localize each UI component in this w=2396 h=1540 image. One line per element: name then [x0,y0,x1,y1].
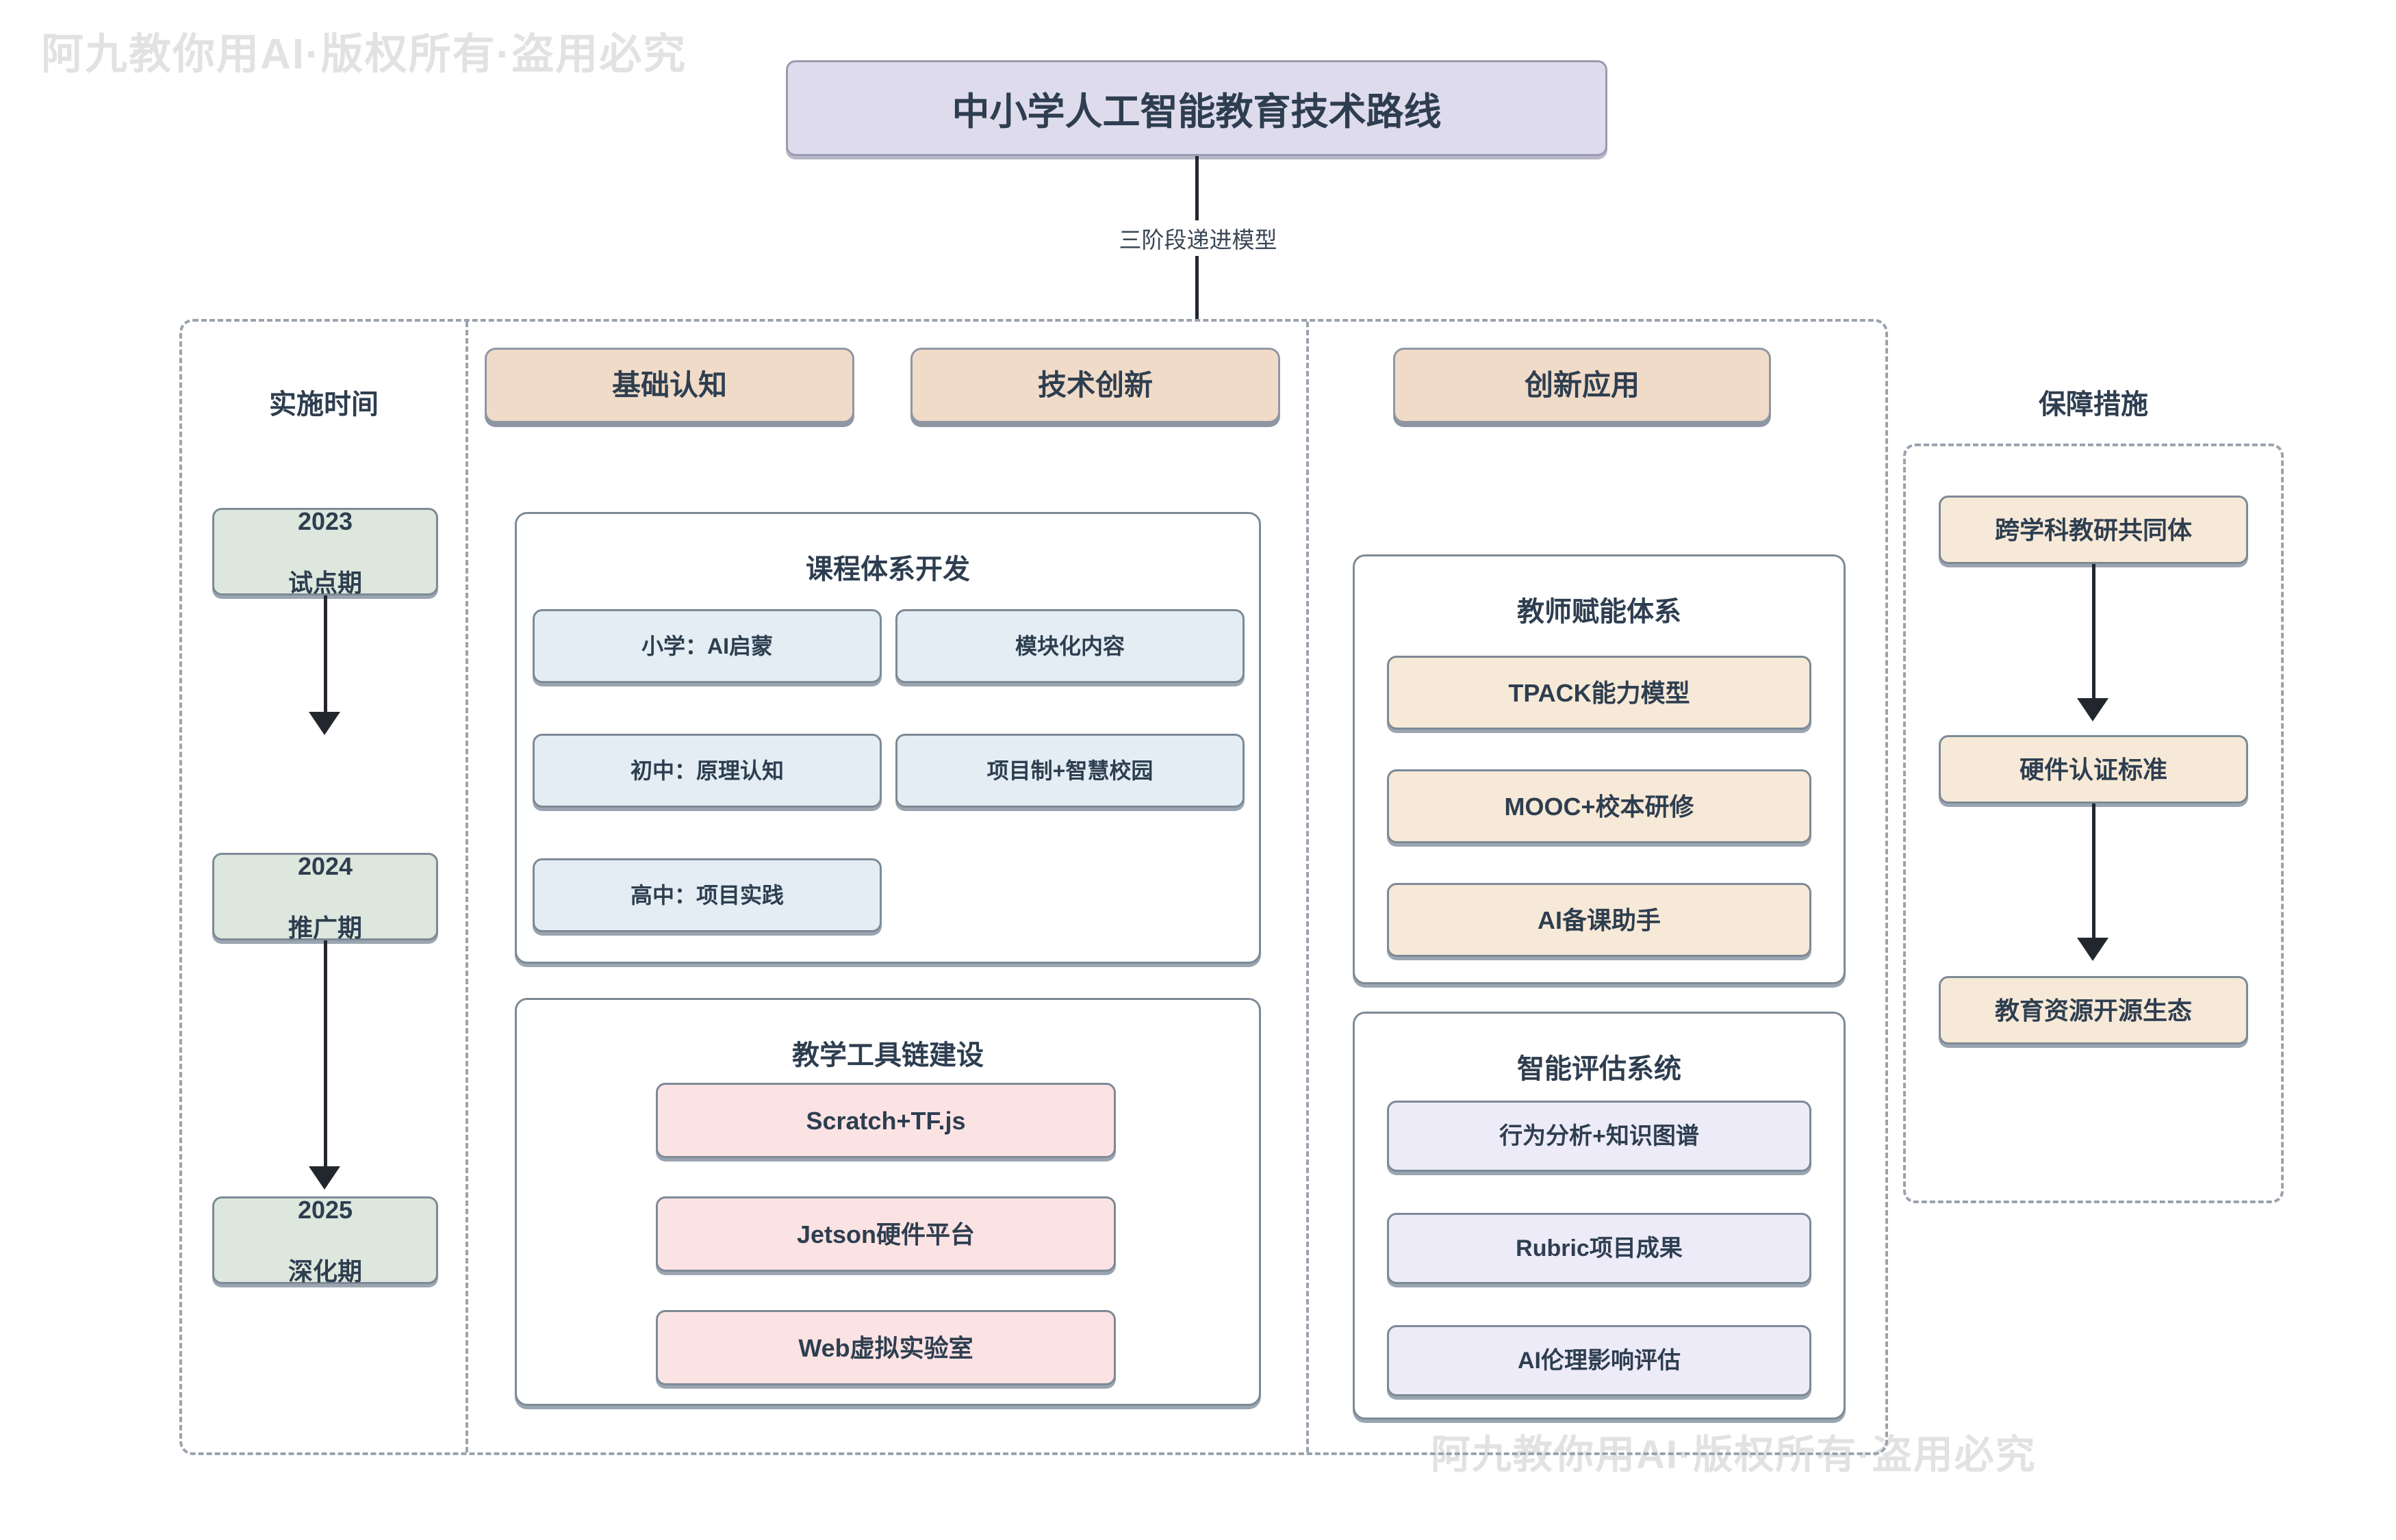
curriculum-item-project-campus[interactable]: 项目制+智慧校园 [895,734,1245,808]
timeline-year-2024: 2024 [297,851,353,880]
phase-banner-tech[interactable]: 技术创新 [910,348,1280,423]
column-divider-2 [1306,322,1309,1452]
toolchain-item-jetson[interactable]: Jetson硬件平台 [656,1196,1116,1272]
assessment-item-ethics[interactable]: AI伦理影响评估 [1387,1325,1811,1396]
guarantee-item-community-label: 跨学科教研共同体 [1994,515,2192,544]
root-edge-label: 三阶段递进模型 [1095,220,1301,256]
guarantee-arrow-line-2 [2092,804,2095,949]
toolchain-item-scratch[interactable]: Scratch+TF.js [656,1083,1116,1158]
guarantee-item-community[interactable]: 跨学科教研共同体 [1939,496,2248,564]
assessment-item-ethics-label: AI伦理影响评估 [1518,1347,1681,1374]
assessment-item-behavior-label: 行为分析+知识图谱 [1499,1122,1699,1149]
group-teacher-empowerment-title: 教师赋能体系 [1517,597,1681,627]
guarantee-item-open-resources[interactable]: 教育资源开源生态 [1939,976,2248,1044]
watermark-top: 阿九教你用AI·版权所有·盗用必究 [41,31,687,78]
root-title-box[interactable]: 中小学人工智能教育技术路线 [786,60,1607,156]
phase-banner-tech-label: 技术创新 [1037,368,1153,401]
timeline-node-2024[interactable]: 2024 推广期 [212,851,438,942]
teacher-item-mooc-label: MOOC+校本研修 [1504,792,1694,821]
main-dashed-container [179,319,1888,1455]
guarantee-item-hardware-cert-label: 硬件认证标准 [2019,755,2167,784]
curriculum-item-modular[interactable]: 模块化内容 [895,609,1245,683]
teacher-item-tpack-label: TPACK能力模型 [1508,678,1690,707]
timeline-arrow-head-1 [309,712,340,735]
curriculum-item-high-label: 高中：项目实践 [630,883,784,908]
phase-banner-basic[interactable]: 基础认知 [485,348,854,423]
toolchain-item-weblab[interactable]: Web虚拟实验室 [656,1310,1116,1385]
curriculum-item-primary-label: 小学：AI启蒙 [641,634,773,658]
timeline-column-heading: 实施时间 [269,389,379,420]
curriculum-item-modular-label: 模块化内容 [1015,634,1125,658]
curriculum-item-project-campus-label: 项目制+智慧校园 [986,758,1154,783]
guarantee-arrow-head-1 [2077,698,2108,721]
phase-banner-innovation-label: 创新应用 [1524,368,1640,401]
phase-banner-innovation[interactable]: 创新应用 [1393,348,1771,423]
toolchain-item-jetson-label: Jetson硬件平台 [796,1220,976,1248]
guarantee-item-open-resources-label: 教育资源开源生态 [1994,996,2192,1025]
timeline-node-2025[interactable]: 2025 深化期 [212,1195,438,1285]
timeline-arrow-line-2 [324,940,327,1177]
teacher-item-ai-assistant-label: AI备课助手 [1537,906,1661,934]
guarantee-arrow-line-1 [2092,564,2095,709]
timeline-year-2025: 2025 [297,1195,353,1224]
guarantee-item-hardware-cert[interactable]: 硬件认证标准 [1939,735,2248,804]
timeline-arrow-head-2 [309,1166,340,1190]
phase-banner-basic-label: 基础认知 [611,368,727,401]
group-toolchain-title: 教学工具链建设 [792,1040,984,1070]
timeline-year-2023: 2023 [297,506,353,535]
timeline-arrow-line-1 [324,595,327,723]
guarantee-arrow-head-2 [2077,938,2108,961]
guarantee-column-heading: 保障措施 [2039,389,2148,420]
column-divider-1 [466,322,468,1452]
assessment-item-rubric[interactable]: Rubric项目成果 [1387,1213,1811,1284]
timeline-stage-2023: 试点期 [288,568,362,597]
timeline-node-2023[interactable]: 2023 试点期 [212,506,438,597]
guarantee-dashed-container [1903,444,2284,1203]
assessment-item-behavior[interactable]: 行为分析+知识图谱 [1387,1101,1811,1172]
curriculum-item-middle[interactable]: 初中：原理认知 [533,734,882,808]
curriculum-item-high[interactable]: 高中：项目实践 [533,858,882,932]
timeline-stage-2024: 推广期 [288,913,362,942]
toolchain-item-weblab-label: Web虚拟实验室 [798,1333,973,1362]
assessment-item-rubric-label: Rubric项目成果 [1516,1235,1683,1261]
toolchain-item-scratch-label: Scratch+TF.js [806,1106,966,1135]
curriculum-item-primary[interactable]: 小学：AI启蒙 [533,609,882,683]
group-assessment-title: 智能评估系统 [1517,1054,1681,1084]
teacher-item-ai-assistant[interactable]: AI备课助手 [1387,883,1811,957]
group-curriculum-title: 课程体系开发 [806,554,970,585]
teacher-item-mooc[interactable]: MOOC+校本研修 [1387,769,1811,843]
timeline-stage-2025: 深化期 [288,1257,362,1285]
curriculum-item-middle-label: 初中：原理认知 [630,758,784,783]
teacher-item-tpack[interactable]: TPACK能力模型 [1387,656,1811,730]
root-title-label: 中小学人工智能教育技术路线 [952,90,1442,133]
